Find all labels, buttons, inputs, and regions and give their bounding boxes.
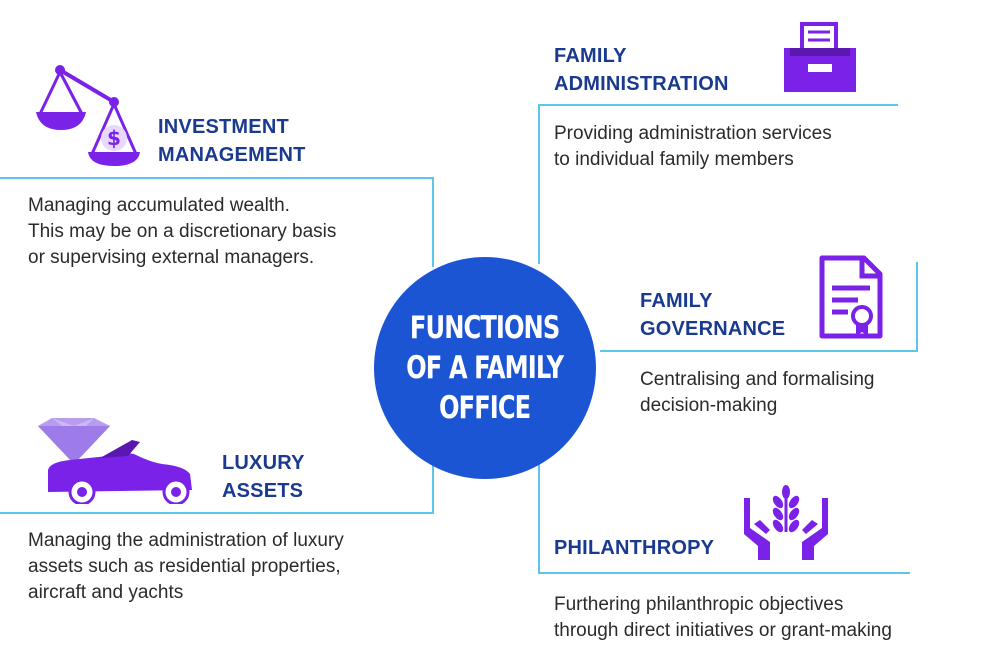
governance-title-line: FAMILY	[640, 290, 713, 312]
center-circle: FUNCTIONS OF A FAMILY OFFICE	[374, 257, 596, 479]
center-title: FUNCTIONS OF A FAMILY OFFICE	[406, 308, 565, 428]
luxury-title-line: ASSETS	[222, 480, 304, 502]
administration-description: Providing administration services to ind…	[554, 121, 832, 173]
governance-desc-line: decision-making	[640, 395, 778, 416]
diamond-car-icon	[30, 418, 200, 506]
luxury-desc-line: aircraft and yachts	[28, 582, 184, 603]
luxury-title: LUXURY ASSETS	[222, 449, 305, 505]
philanthropy-description: Furthering philanthropic objectives thro…	[554, 592, 892, 644]
administration-desc-line: Providing administration services	[554, 123, 832, 144]
center-title-line: OFFICE	[439, 390, 531, 426]
philanthropy-desc-line: Furthering philanthropic objectives	[554, 594, 844, 615]
investment-title: INVESTMENT MANAGEMENT	[158, 113, 306, 169]
investment-connector	[432, 177, 434, 267]
administration-underline	[538, 104, 898, 106]
scales-dollar-icon: $	[32, 62, 154, 170]
philanthropy-underline	[538, 572, 910, 574]
philanthropy-desc-line: through direct initiatives or grant-maki…	[554, 620, 892, 641]
center-title-line: FUNCTIONS	[410, 310, 560, 346]
file-tray-icon	[780, 20, 860, 94]
luxury-desc-line: Managing the administration of luxury	[28, 530, 344, 551]
governance-description: Centralising and formalising decision-ma…	[640, 367, 874, 419]
administration-title: FAMILY ADMINISTRATION	[554, 42, 729, 98]
svg-text:$: $	[107, 126, 121, 150]
investment-desc-line: This may be on a discretionary basis	[28, 221, 337, 242]
luxury-connector	[432, 450, 434, 514]
investment-title-line: INVESTMENT	[158, 116, 289, 138]
luxury-description: Managing the administration of luxury as…	[28, 528, 344, 606]
governance-connector	[916, 262, 918, 352]
center-title-line: OF A FAMILY	[406, 350, 565, 386]
certificate-document-icon	[818, 254, 886, 340]
administration-desc-line: to individual family members	[554, 149, 794, 170]
governance-title-line: GOVERNANCE	[640, 318, 786, 340]
administration-connector	[538, 104, 540, 264]
luxury-underline	[0, 512, 434, 514]
governance-desc-line: Centralising and formalising	[640, 369, 875, 390]
investment-title-line: MANAGEMENT	[158, 144, 306, 166]
investment-desc-line: Managing accumulated wealth.	[28, 195, 290, 216]
luxury-desc-line: assets such as residential properties,	[28, 556, 341, 577]
philanthropy-title-line: PHILANTHROPY	[554, 537, 715, 559]
hands-plant-icon	[740, 484, 832, 562]
investment-description: Managing accumulated wealth. This may be…	[28, 193, 336, 271]
philanthropy-connector	[538, 450, 540, 574]
governance-title: FAMILY GOVERNANCE	[640, 287, 785, 343]
investment-desc-line: or supervising external managers.	[28, 247, 315, 268]
investment-underline	[0, 177, 434, 179]
philanthropy-title: PHILANTHROPY	[554, 534, 714, 562]
administration-title-line: ADMINISTRATION	[554, 73, 729, 95]
administration-title-line: FAMILY	[554, 45, 627, 67]
luxury-title-line: LUXURY	[222, 452, 305, 474]
governance-underline	[600, 350, 918, 352]
